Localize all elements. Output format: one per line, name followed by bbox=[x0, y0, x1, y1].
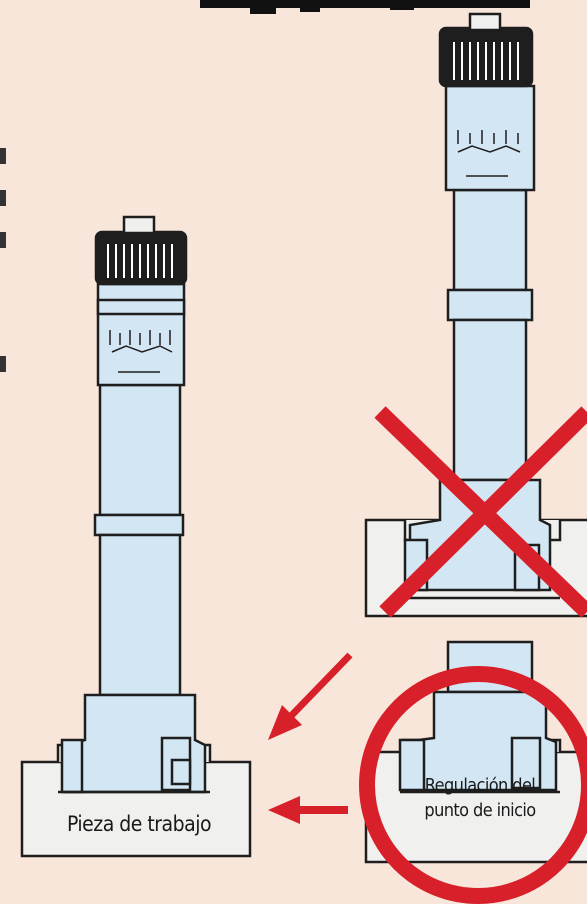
arrow-horizontal bbox=[268, 796, 348, 824]
left-bore-gauge bbox=[22, 217, 250, 856]
arrow-diagonal bbox=[268, 655, 350, 740]
left-edge-text-remnant bbox=[0, 148, 6, 372]
workpiece-label: Pieza de trabajo bbox=[26, 812, 252, 836]
gauge-tube bbox=[100, 385, 180, 515]
start-point-label-line2: punto de inicio bbox=[405, 800, 555, 821]
gauge-thimble bbox=[98, 283, 184, 385]
start-point-label-line1: Regulación del bbox=[405, 775, 555, 796]
top-title-remnant bbox=[200, 0, 530, 14]
